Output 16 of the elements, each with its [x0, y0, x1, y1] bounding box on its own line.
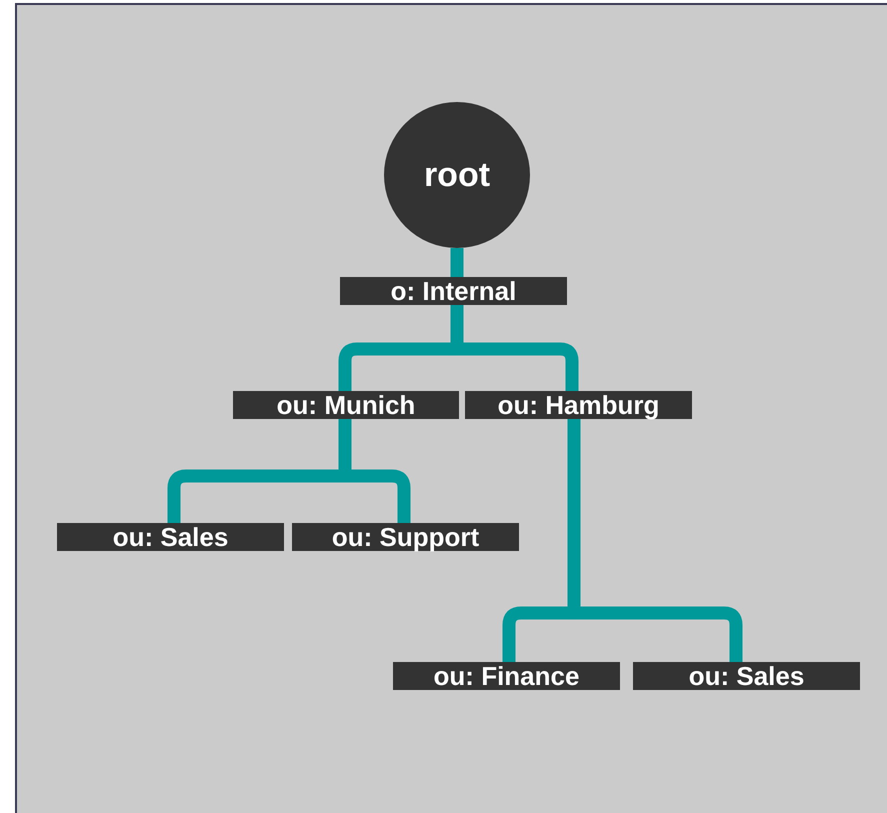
node-label: ou: Sales — [688, 660, 804, 692]
entry-bar — [465, 391, 692, 419]
entry-bar — [233, 391, 459, 419]
connector-line — [450, 248, 464, 277]
entry-bar — [633, 662, 860, 690]
entry-bar — [393, 662, 620, 690]
node-label: ou: Support — [332, 522, 480, 552]
node-label: ou: Sales — [112, 522, 228, 552]
node-label: ou: Finance — [434, 660, 580, 692]
entry-bar — [340, 277, 567, 305]
node-label: o: Internal — [390, 276, 516, 306]
entry-bar — [292, 523, 519, 551]
node-label: ou: Munich — [276, 390, 416, 420]
node-label: root — [424, 156, 490, 194]
node-label: ou: Hamburg — [498, 390, 660, 420]
entry-bar — [57, 523, 284, 551]
